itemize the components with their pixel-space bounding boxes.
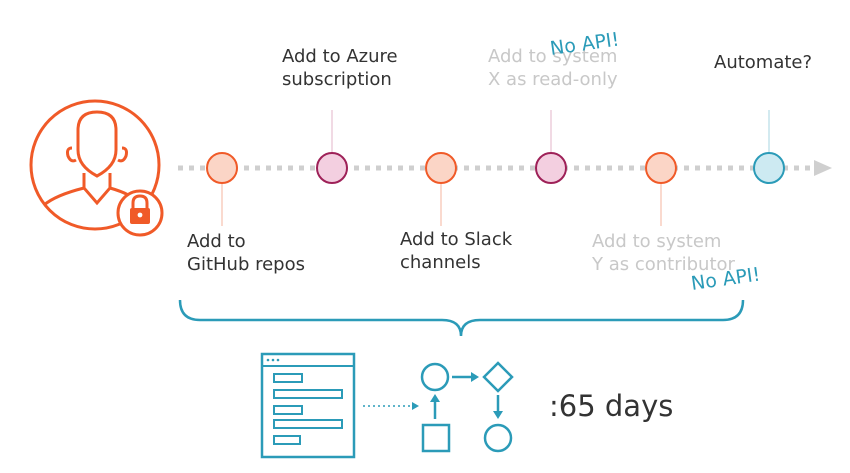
lock-icon <box>116 189 164 237</box>
step-1-label-line2: GitHub repos <box>187 254 305 275</box>
grouping-brace <box>178 299 745 337</box>
duration-text: :65 days <box>549 389 673 423</box>
step-6-label: Automate? <box>714 52 812 73</box>
step-4-label-line2: X as read-only <box>488 69 618 90</box>
timeline-arrowhead <box>814 160 832 176</box>
step-1-label-line1: Add to <box>187 231 246 252</box>
workflow-icon <box>420 361 514 453</box>
step-node-1 <box>206 152 238 184</box>
step-2-label-line2: subscription <box>282 69 392 90</box>
user-icon <box>29 99 161 231</box>
step-node-3 <box>425 152 457 184</box>
step-node-2 <box>316 152 348 184</box>
step-2-label-line1: Add to Azure <box>282 46 398 67</box>
step-3-label-line1: Add to Slack <box>400 229 513 250</box>
step-4-label-line1: Add to system <box>488 46 617 67</box>
step-node-4 <box>535 152 567 184</box>
document-icon <box>260 352 356 459</box>
step-5-label-line1: Add to system <box>592 231 721 252</box>
step-node-5 <box>645 152 677 184</box>
step-node-6 <box>753 152 785 184</box>
step-5-label-line2: Y as contributor <box>591 254 736 275</box>
step-3-label-line2: channels <box>400 252 481 273</box>
